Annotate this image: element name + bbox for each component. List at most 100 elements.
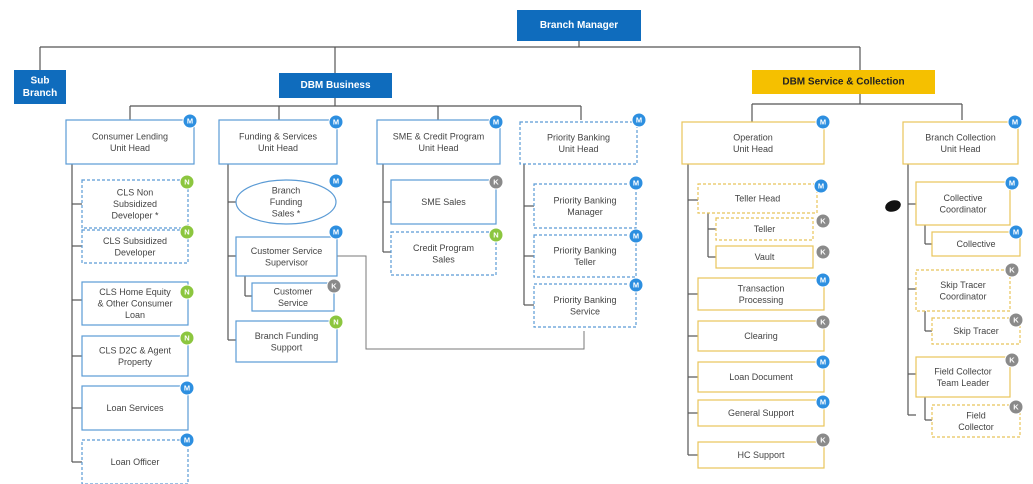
cls-subsidized-frame [81, 229, 189, 264]
skip-tracer-coordinator-label: Coordinator [939, 291, 986, 301]
badge-circle [1004, 175, 1020, 191]
badge-K: K [488, 174, 504, 190]
priority-banking-head-label: Unit Head [558, 144, 598, 154]
cls-home-equity-label: & Other Consumer [97, 299, 172, 309]
skip-tracer-coordinator-label: Skip Tracer [940, 280, 986, 290]
branch-funding-sales-label: Funding [270, 197, 303, 207]
badge-circle [1004, 352, 1020, 368]
field-collector-label: Collector [958, 422, 994, 432]
badge-letter: M [333, 118, 339, 127]
badge-letter: N [184, 288, 189, 297]
customer-service-supervisor-frame [235, 236, 338, 277]
badge-M: M [628, 277, 644, 293]
loan-officer-label: Loan Officer [111, 457, 160, 467]
dbm-service-header-label: DBM Service & Collection [782, 77, 904, 88]
badge-M: M [328, 173, 344, 189]
badge-circle [179, 174, 195, 190]
collective-coordinator-label: Collective [943, 193, 982, 203]
priority-banking-manager-label: Priority Banking [553, 195, 616, 205]
funding-services-head-label: Funding & Services [239, 131, 318, 141]
badge-letter: K [820, 436, 826, 445]
loan-document-label: Loan Document [729, 372, 793, 382]
branch-funding-support-label: Support [271, 342, 303, 352]
badge-circle [179, 330, 195, 346]
badge-N: N [179, 224, 195, 240]
cls-home-equity-frame [81, 281, 189, 326]
vault-label: Vault [755, 252, 775, 262]
loan-services: Loan Services [81, 385, 189, 431]
field-collector-frame [931, 404, 1021, 438]
transaction-processing-frame [697, 277, 825, 311]
badge-letter: K [820, 248, 826, 257]
badge-M: M [628, 175, 644, 191]
badge-N: N [488, 227, 504, 243]
collection-head-label: Branch Collection [925, 132, 996, 142]
collection-head-label: Unit Head [940, 144, 980, 154]
teller-head-label: Teller Head [735, 194, 781, 204]
sme-sales: SME Sales [390, 179, 497, 225]
badge-letter: K [331, 282, 337, 291]
badge-M: M [815, 394, 831, 410]
priority-banking-manager-frame [533, 183, 637, 229]
badge-circle [815, 394, 831, 410]
badge-K: K [815, 314, 831, 330]
badge-letter: M [633, 232, 639, 241]
badge-circle [179, 284, 195, 300]
priority-banking-head-frame [519, 121, 638, 165]
loan-services-label: Loan Services [106, 403, 164, 413]
badge-circle [488, 227, 504, 243]
badge-circle [179, 380, 195, 396]
badge-circle [628, 175, 644, 191]
sme-credit-head-label: SME & Credit Program [393, 131, 485, 141]
cls-d2c-agent-label: Property [118, 357, 153, 367]
badge-M: M [1004, 175, 1020, 191]
badge-M: M [815, 114, 831, 130]
badge-circle [182, 113, 198, 129]
badge-letter: M [333, 228, 339, 237]
branch-manager-header-frame [517, 10, 641, 41]
skip-tracer-frame [931, 317, 1021, 345]
badge-M: M [179, 380, 195, 396]
clearing: Clearing [697, 320, 825, 352]
badge-circle [328, 224, 344, 240]
field-collector-label: Field [966, 410, 986, 420]
badge-M: M [1007, 114, 1023, 130]
sme-credit-head-frame [376, 119, 501, 165]
dbm-business-header-frame [279, 73, 392, 98]
collection-head-frame [902, 121, 1019, 165]
credit-program-sales-frame [390, 231, 497, 276]
consumer-lending-head-label: Consumer Lending [92, 131, 168, 141]
badge-letter: M [184, 384, 190, 393]
cls-non-subsidized-frame [81, 179, 189, 229]
badge-circle [1004, 262, 1020, 278]
badge-circle [815, 114, 831, 130]
branch-manager-header: Branch Manager [517, 10, 641, 41]
badge-circle [328, 173, 344, 189]
badge-letter: M [187, 117, 193, 126]
dbm-business-header: DBM Business [279, 73, 392, 98]
badge-K: K [815, 213, 831, 229]
field-collector-leader-label: Team Leader [937, 378, 990, 388]
hc-support-label: HC Support [737, 450, 785, 460]
badge-circle [813, 178, 829, 194]
badge-circle [1008, 312, 1024, 328]
badge-letter: N [493, 231, 498, 240]
skip-tracer: Skip Tracer [931, 317, 1021, 345]
skip-tracer-coordinator-frame [915, 269, 1011, 312]
teller-head: Teller Head [697, 183, 818, 214]
badge-circle [1007, 114, 1023, 130]
badge-letter: M [636, 116, 642, 125]
badge-K: K [1008, 399, 1024, 415]
hc-support-frame [697, 441, 825, 469]
funding-services-head-frame [218, 119, 338, 165]
badge-letter: K [1013, 403, 1019, 412]
